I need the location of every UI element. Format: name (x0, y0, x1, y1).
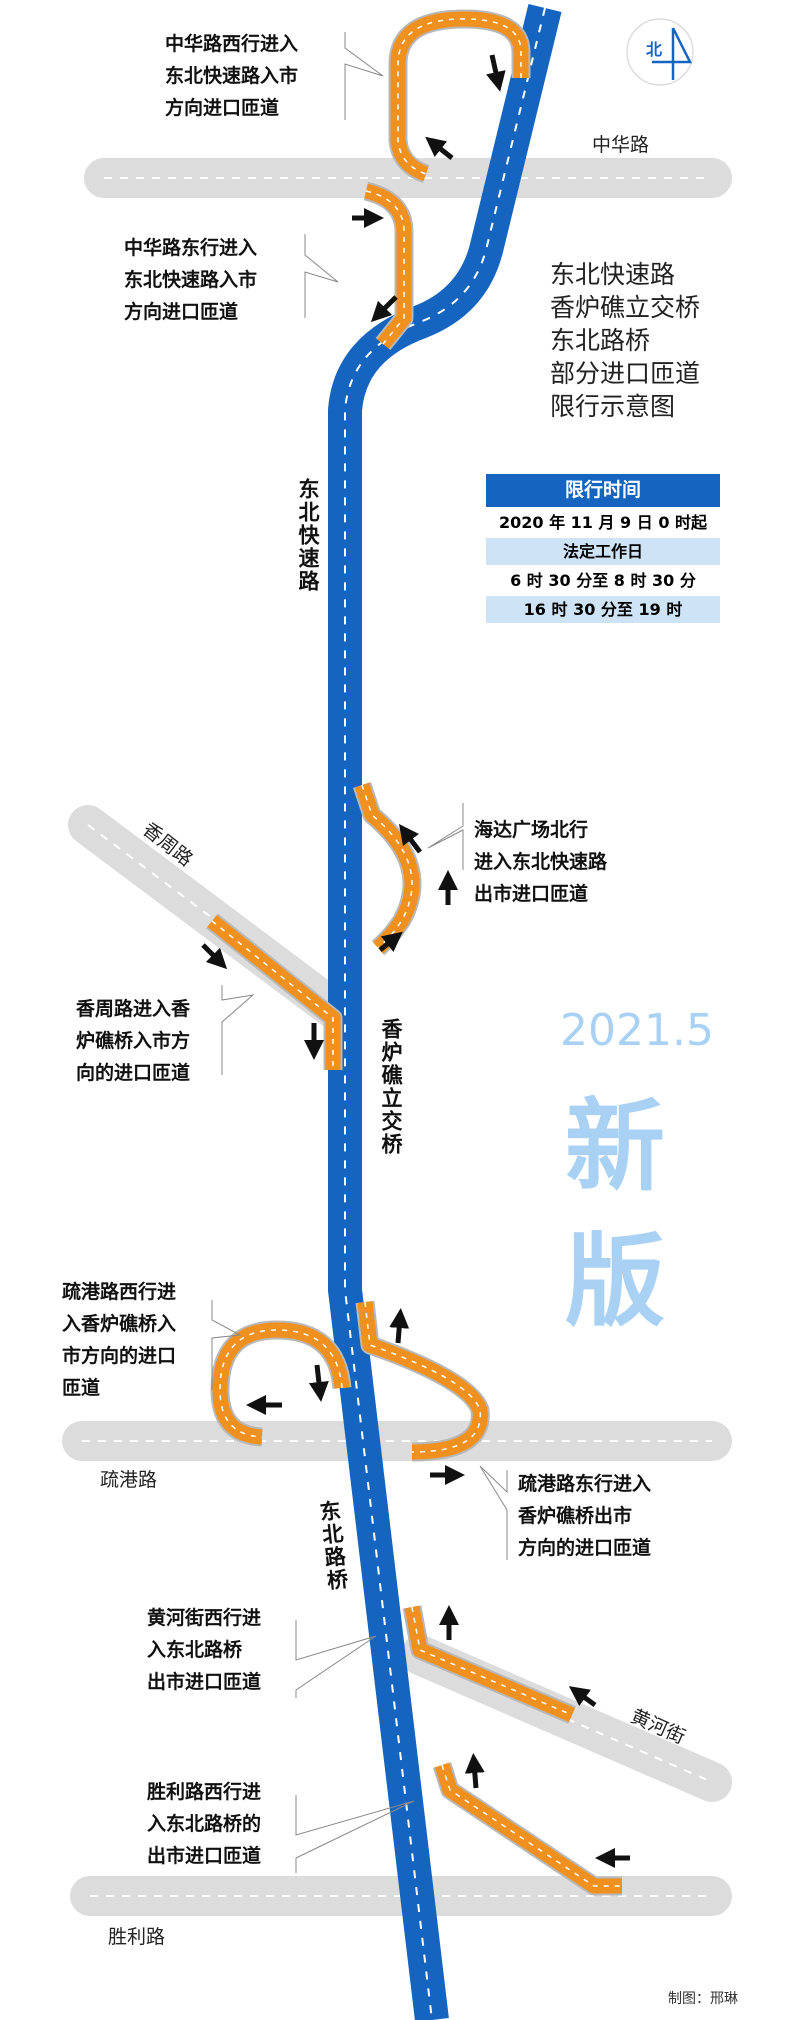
north-compass-icon (626, 18, 694, 86)
restriction-schedule-table: 限行时间 2020 年 11 月 9 日 0 时起 法定工作日 6 时 30 分… (486, 474, 720, 625)
ramp-label-huanghe: 黄河街西行进入东北路桥出市进口匝道 (147, 1602, 261, 1698)
arrow-icon (370, 295, 398, 323)
label-line: 向的进口匝道 (76, 1062, 191, 1084)
map-title: 东北快速路 香炉礁立交桥 东北路桥 部分进口匝道 限行示意图 (550, 258, 700, 423)
label-line: 胜利路西行进 (147, 1781, 262, 1803)
label-line: 黄河街西行进 (147, 1607, 262, 1629)
ramp-label-shugang-east: 疏港路东行进入香炉礁桥出市方向的进口匝道 (518, 1468, 651, 1564)
title-line: 东北快速路 (550, 260, 676, 289)
ramp-label-shengli: 胜利路西行进入东北路桥的出市进口匝道 (147, 1776, 261, 1872)
road-label-shugang: 疏港路 (100, 1469, 158, 1491)
schedule-start: 2020 年 11 月 9 日 0 时起 (498, 513, 708, 532)
schedule-days: 法定工作日 (486, 538, 720, 565)
label-line: 东北快速路入市 (165, 65, 299, 87)
label-line: 方向的进口匝道 (518, 1537, 652, 1559)
label-line: 入东北路桥 (147, 1639, 243, 1661)
ramps (206, 9, 622, 1896)
label-line: 进入东北快速路 (474, 851, 608, 873)
expressway-main (328, 3, 562, 2020)
label-line: 入东北路桥的 (147, 1813, 262, 1835)
label-line: 炉礁桥入市方 (76, 1030, 191, 1052)
ramp-label-shugang-west: 疏港路西行进入香炉礁桥入市方向的进口匝道 (62, 1276, 176, 1404)
label-line: 匝道 (62, 1377, 101, 1399)
ramp-shengli (434, 1762, 622, 1894)
watermark-date: 2021.5 (560, 1005, 714, 1056)
leader-lines (211, 32, 508, 1873)
label-line: 出市进口匝道 (147, 1845, 262, 1867)
arrow-icon (201, 943, 228, 970)
arrow-icon (389, 1308, 410, 1344)
compass-label: 北 (646, 40, 663, 59)
label-line: 出市进口匝道 (147, 1671, 262, 1693)
map-credit: 制图：邢琳 (668, 1991, 738, 2007)
ramp-label-xiangzhou: 香周路进入香炉礁桥入市方向的进口匝道 (76, 993, 190, 1089)
label-line: 出市进口匝道 (474, 883, 589, 905)
ramp-label-zhonghua-east: 中华路东行进入东北快速路入市方向进口匝道 (124, 232, 257, 328)
label-line: 中华路西行进入 (165, 33, 299, 55)
schedule-header: 限行时间 (486, 474, 720, 507)
arrow-icon (308, 1364, 329, 1402)
arrow-icon (378, 931, 403, 953)
arrow-icon (568, 1686, 597, 1708)
arrow-icon (486, 54, 506, 92)
ramp-label-haida: 海达广场北行进入东北快速路出市进口匝道 (474, 814, 607, 910)
title-line: 东北路桥 (550, 326, 651, 355)
label-line: 疏港路东行进入 (518, 1473, 652, 1495)
expressway-label-dongbei: 东北快速路 (296, 478, 321, 593)
label-line: 市方向的进口 (62, 1345, 177, 1367)
direction-arrows (201, 54, 630, 1868)
watermark-edition: 版 (565, 1223, 665, 1340)
label-line: 疏港路西行进 (62, 1281, 177, 1303)
arrow-icon (399, 824, 422, 854)
expressway-centerline (344, 7, 546, 2020)
ramp-shugang-east (357, 1301, 488, 1460)
watermark-new: 新 (565, 1088, 665, 1205)
label-line: 东北快速路入市 (124, 269, 258, 291)
label-line: 香周路进入香 (76, 998, 191, 1020)
arrow-icon (464, 1753, 485, 1789)
schedule-period-2: 16 时 30 分至 19 时 (486, 596, 720, 623)
label-line: 中华路东行进入 (124, 237, 258, 259)
road-label-shengli: 胜利路 (108, 1926, 166, 1948)
ramp-zhonghua-east (364, 183, 412, 349)
schedule-period-1: 6 时 30 分至 8 时 30 分 (510, 571, 696, 590)
road-label-zhonghua: 中华路 (592, 134, 650, 156)
label-line: 海达广场北行 (474, 819, 589, 841)
title-line: 香炉礁立交桥 (550, 293, 701, 322)
ramp-label-zhonghua-west: 中华路西行进入东北快速路入市方向进口匝道 (165, 28, 298, 124)
title-line: 部分进口匝道 (550, 359, 701, 388)
title-line: 限行示意图 (550, 392, 676, 421)
label-line: 入香炉礁桥入 (62, 1313, 177, 1335)
label-line: 方向进口匝道 (165, 97, 280, 119)
expressway-label-xianglujiao: 香炉礁立交桥 (379, 1018, 404, 1156)
arrow-icon (425, 136, 454, 160)
label-line: 香炉礁桥出市 (518, 1505, 633, 1527)
label-line: 方向进口匝道 (124, 301, 239, 323)
